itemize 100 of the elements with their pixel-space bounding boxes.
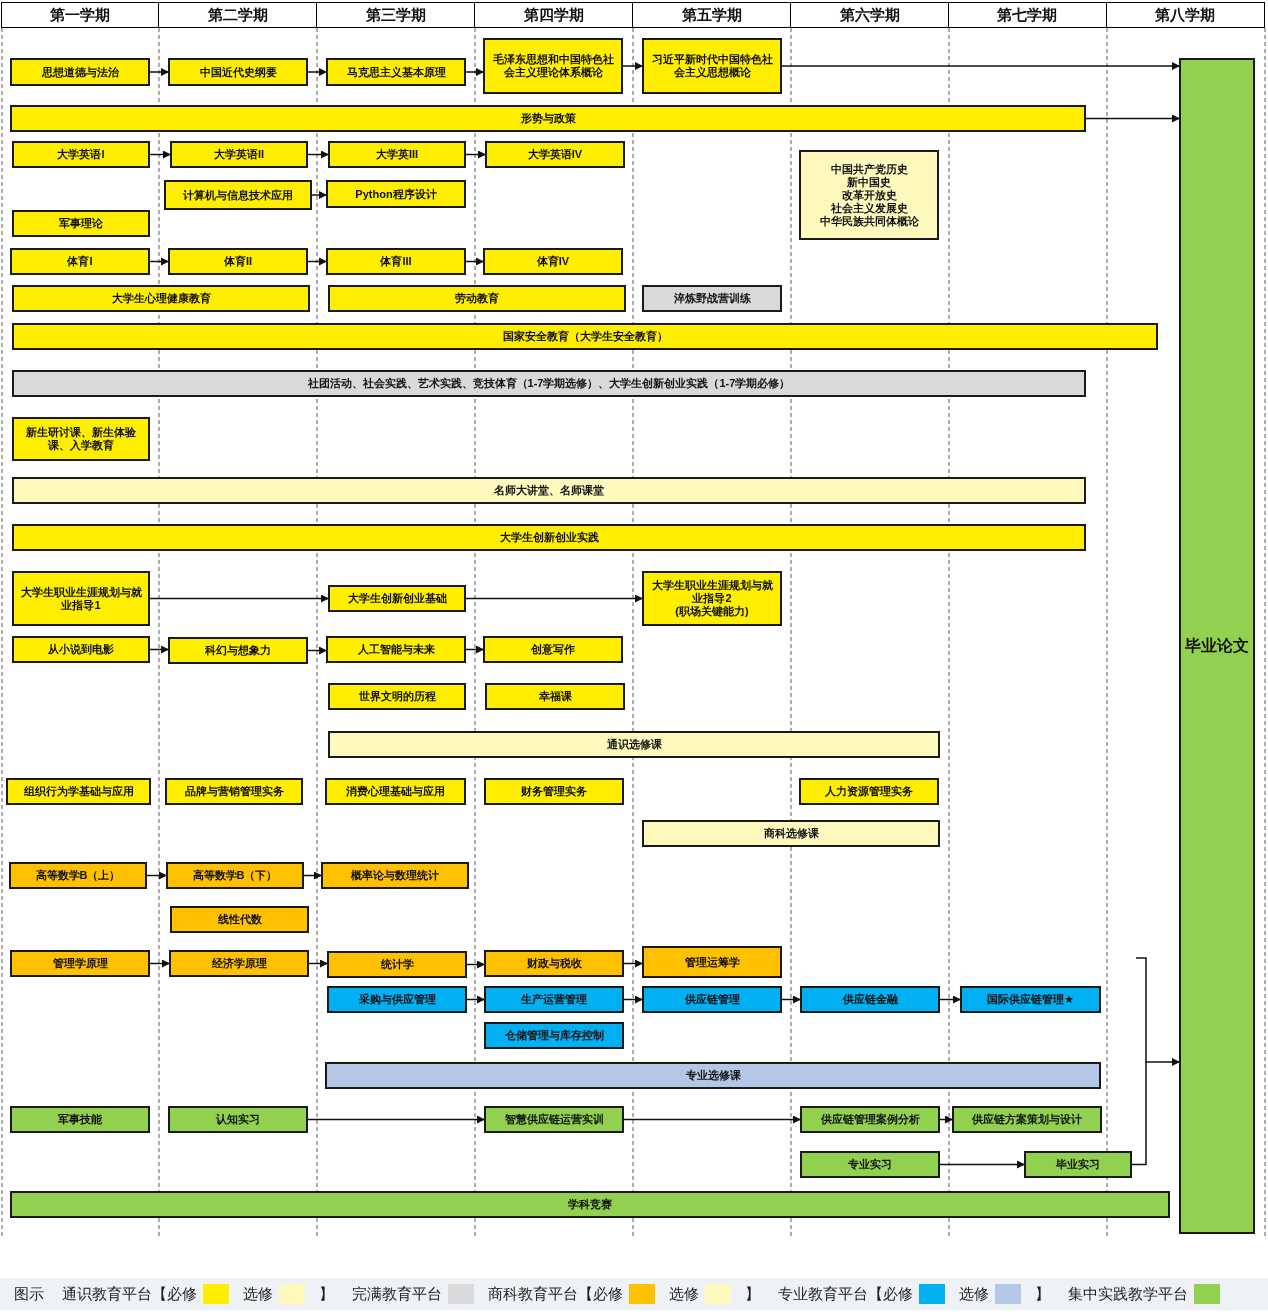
arrow — [939, 1160, 1025, 1169]
course-box — [10, 1191, 1170, 1218]
course-box — [321, 862, 469, 889]
arrow — [311, 191, 327, 199]
course-box — [328, 683, 466, 710]
arrow — [149, 68, 169, 76]
course-name: 毕业实习 — [1056, 1158, 1100, 1171]
course-box — [328, 731, 940, 758]
course-box — [10, 950, 150, 977]
course-name: 仓储管理与库存控制 — [504, 1029, 604, 1042]
course-name: 习近平新时代中国特色社会主义思想概论 — [650, 53, 774, 79]
course-name: 计算机与信息技术应用 — [183, 188, 293, 202]
course-box — [168, 637, 308, 664]
course-box — [484, 778, 624, 805]
course-box — [485, 141, 625, 168]
bracket-text: 】 — [1035, 1284, 1050, 1304]
course-box — [484, 1106, 624, 1133]
arrow — [622, 62, 643, 70]
legend-label: 选修 — [243, 1284, 273, 1304]
course-name: 体育II — [223, 255, 253, 268]
course-name: 管理运筹学 — [684, 955, 740, 969]
arrow — [465, 645, 484, 654]
course-box — [642, 571, 782, 626]
course-name: Python程序设计 — [355, 187, 437, 201]
course-name: 社会主义发展史 — [830, 201, 908, 215]
course-name: 线性代数 — [217, 913, 262, 926]
arrow — [307, 150, 329, 159]
course-box — [12, 477, 1086, 504]
bracket-text: 】 — [319, 1284, 334, 1304]
course-name: (职场关键能力) — [675, 605, 749, 618]
course-name: 体育III — [380, 255, 412, 268]
arrow — [1131, 1058, 1180, 1166]
course-box — [642, 285, 782, 312]
course-name: 毛泽东思想和中国特色社会主义理论体系概论 — [491, 53, 615, 79]
arrow — [307, 68, 327, 76]
course-name: 人力资源管理实务 — [825, 785, 913, 798]
course-name: 科幻与想象力 — [205, 644, 271, 657]
course-box — [328, 141, 466, 168]
legend-title: 图示 — [14, 1284, 44, 1304]
column-header: 第五学期 — [632, 2, 792, 28]
course-box — [484, 950, 624, 977]
course-box — [10, 58, 150, 86]
course-box — [799, 150, 939, 240]
course-name: 军事理论 — [59, 217, 103, 230]
legend-label: 完满教育平台 — [352, 1284, 442, 1304]
course-name: 专业选修课 — [685, 1069, 741, 1082]
course-name: 创意写作 — [531, 643, 575, 656]
course-box — [483, 248, 623, 275]
course-name: 新生研讨课、新生体验课、入学教育 — [25, 426, 137, 452]
course-box — [10, 105, 1086, 132]
course-name: 供应链方案策划与设计 — [972, 1113, 1082, 1126]
course-box — [168, 58, 308, 86]
arrow — [939, 995, 961, 1004]
course-box — [642, 820, 940, 847]
column-header: 第六学期 — [789, 2, 950, 28]
course-name: 概率论与数理统计 — [351, 869, 439, 882]
course-name: 财务管理实务 — [521, 785, 587, 798]
course-box — [326, 636, 466, 663]
course-name: 大学英语IV — [527, 148, 583, 161]
arrow — [939, 1115, 953, 1124]
course-name: 管理学原理 — [52, 957, 108, 970]
column-header: 第一学期 — [0, 2, 160, 28]
course-name: 淬炼野战营训练 — [673, 292, 751, 305]
arrow — [149, 257, 169, 266]
course-name: 大学英III — [375, 148, 419, 161]
course-box — [328, 285, 626, 312]
course-name: 经济学原理 — [211, 957, 267, 970]
course-name: 名师大讲堂、名师课堂 — [494, 484, 604, 497]
course-box — [799, 778, 939, 805]
course-name: 采购与供应管理 — [358, 993, 436, 1006]
course-name: 社团活动、社会实践、艺术实践、竞技体育（1-7学期选修）、大学生创新创业实践（1-7学期必修） — [307, 377, 791, 390]
course-box — [642, 946, 782, 978]
arrow — [307, 257, 327, 266]
course-name: 中华民族共同体概论 — [819, 214, 919, 228]
course-box — [328, 585, 466, 612]
course-box — [1024, 1151, 1132, 1178]
course-name: 马克思主义基本原理 — [346, 65, 446, 79]
bracket-text: 】 — [745, 1284, 760, 1304]
column-header: 第七学期 — [947, 2, 1108, 28]
course-box — [12, 285, 310, 312]
course-name: 商科选修课 — [763, 827, 819, 840]
course-name: 供应链管理案例分析 — [820, 1113, 920, 1126]
arrow — [465, 257, 484, 266]
course-box — [165, 778, 303, 805]
legend-label: 集中实践教学平台 — [1068, 1284, 1188, 1304]
course-name: 大学英语II — [213, 148, 265, 161]
course-name: 大学生创新创业基础 — [347, 592, 447, 605]
course-box — [164, 180, 312, 210]
course-box — [327, 951, 467, 978]
course-name: 中国近代史纲要 — [199, 65, 277, 79]
course-box — [483, 636, 623, 663]
course-box — [484, 986, 624, 1013]
course-name: 体育IV — [536, 255, 570, 268]
course-name: 组织行为学基础与应用 — [23, 785, 134, 798]
course-name: 大学生心理健康教育 — [111, 292, 211, 305]
arrow — [308, 959, 328, 968]
course-name: 大学生创新创业实践 — [499, 531, 599, 544]
course-name: 毕业论文 — [1185, 636, 1249, 656]
course-box — [325, 1062, 1101, 1089]
arrow — [781, 995, 801, 1004]
